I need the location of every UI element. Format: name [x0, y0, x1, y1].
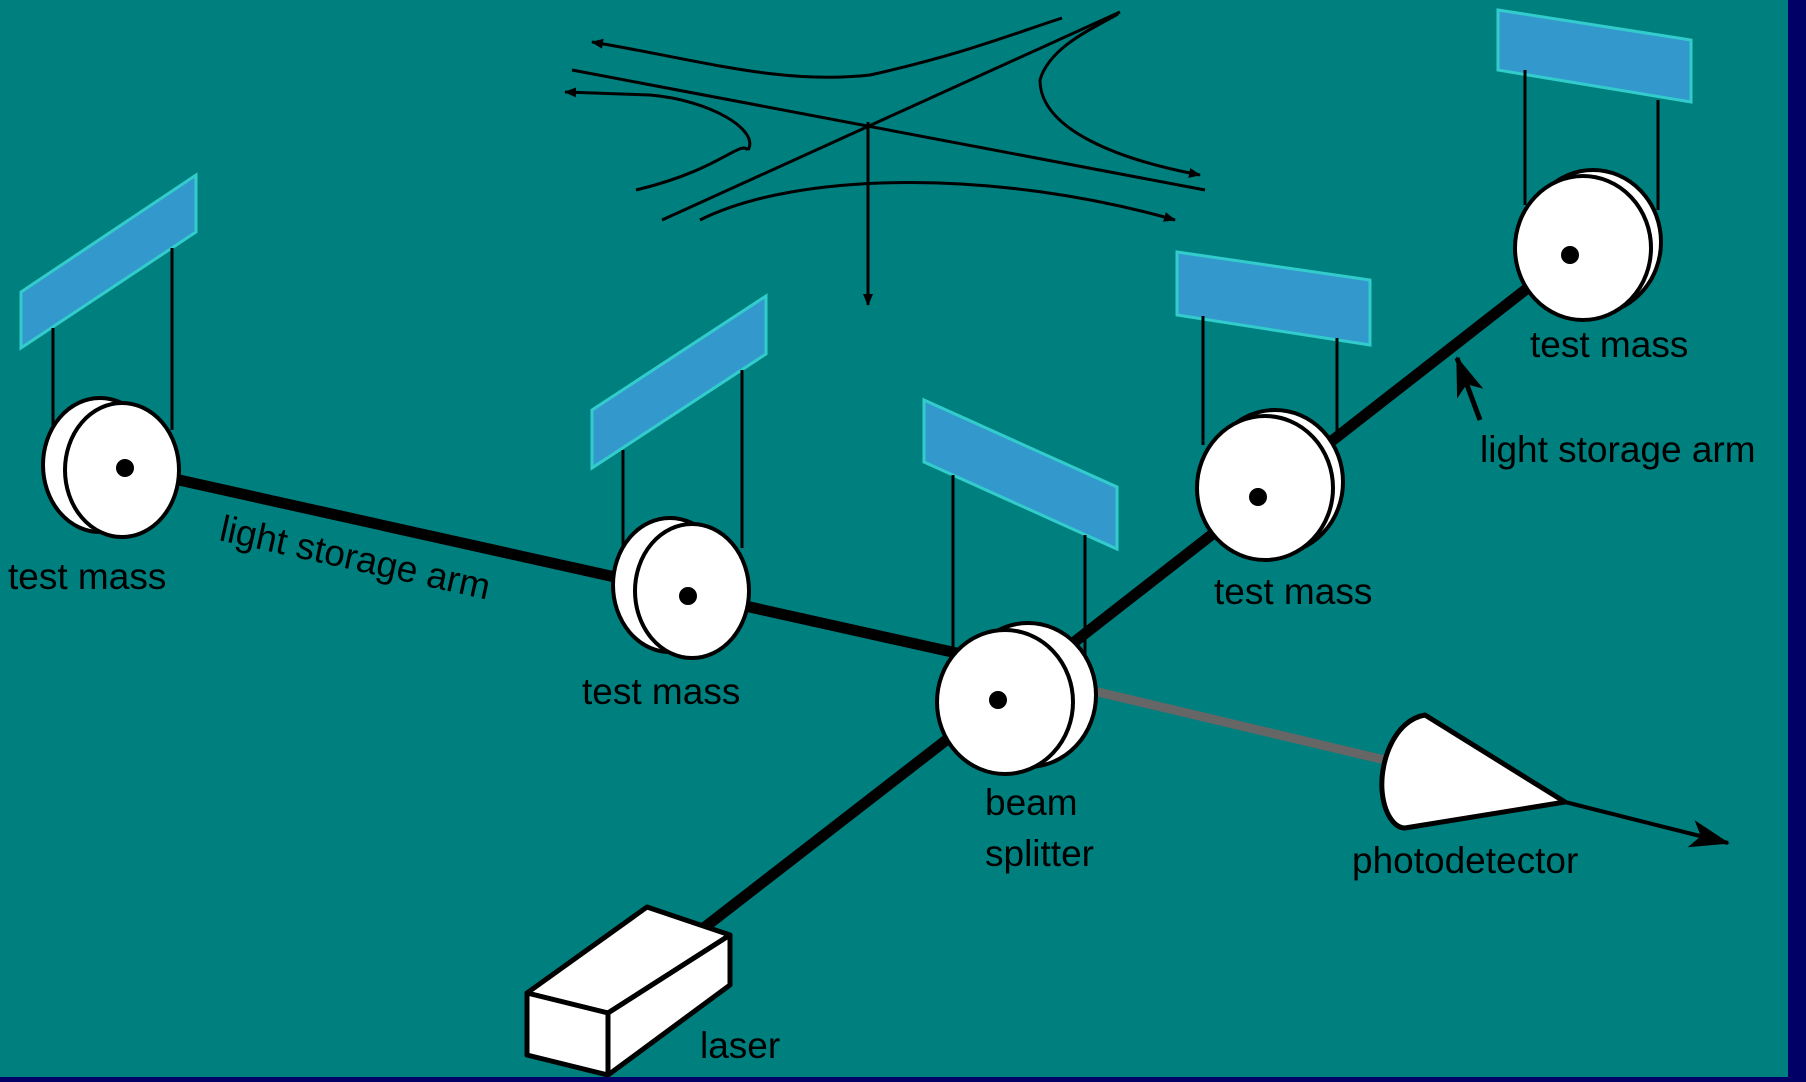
suspension-plate-far-right: [1496, 8, 1693, 104]
suspension-plates: [19, 8, 1693, 552]
test-mass-far-left: [41, 396, 181, 539]
label-arm-right: light storage arm: [1480, 429, 1756, 470]
beam-splitter: [935, 621, 1098, 776]
test-mass-far-right: [1513, 168, 1663, 322]
photodetector: [1379, 712, 1730, 848]
label-test-mass-far-right: test mass: [1530, 324, 1688, 365]
suspension-plate-far-left: [19, 172, 198, 351]
output-arrow: [1564, 800, 1730, 848]
suspension-plate-center: [922, 397, 1119, 552]
label-laser: laser: [700, 1025, 780, 1066]
label-test-mass-near-left: test mass: [582, 671, 740, 712]
test-mass-near-left: [611, 516, 751, 660]
output-beam: [1093, 687, 1390, 765]
suspension-plate-near-right: [1175, 250, 1372, 347]
gravitational-wave-icon: [564, 10, 1206, 306]
label-test-mass-near-right: test mass: [1214, 571, 1372, 612]
label-photodetector: photodetector: [1352, 840, 1578, 881]
arm-pointer-arrow: [1454, 356, 1484, 421]
test-mass-near-right: [1195, 408, 1345, 562]
suspension-plate-near-left: [590, 293, 768, 471]
suspension-wires: [51, 70, 1660, 672]
label-beam-splitter-line1: beam: [985, 782, 1078, 823]
laser-box: [524, 904, 733, 1078]
beam-left-arm: [119, 462, 994, 666]
label-test-mass-far-left: test mass: [8, 556, 166, 597]
label-beam-splitter-line2: splitter: [985, 833, 1094, 874]
